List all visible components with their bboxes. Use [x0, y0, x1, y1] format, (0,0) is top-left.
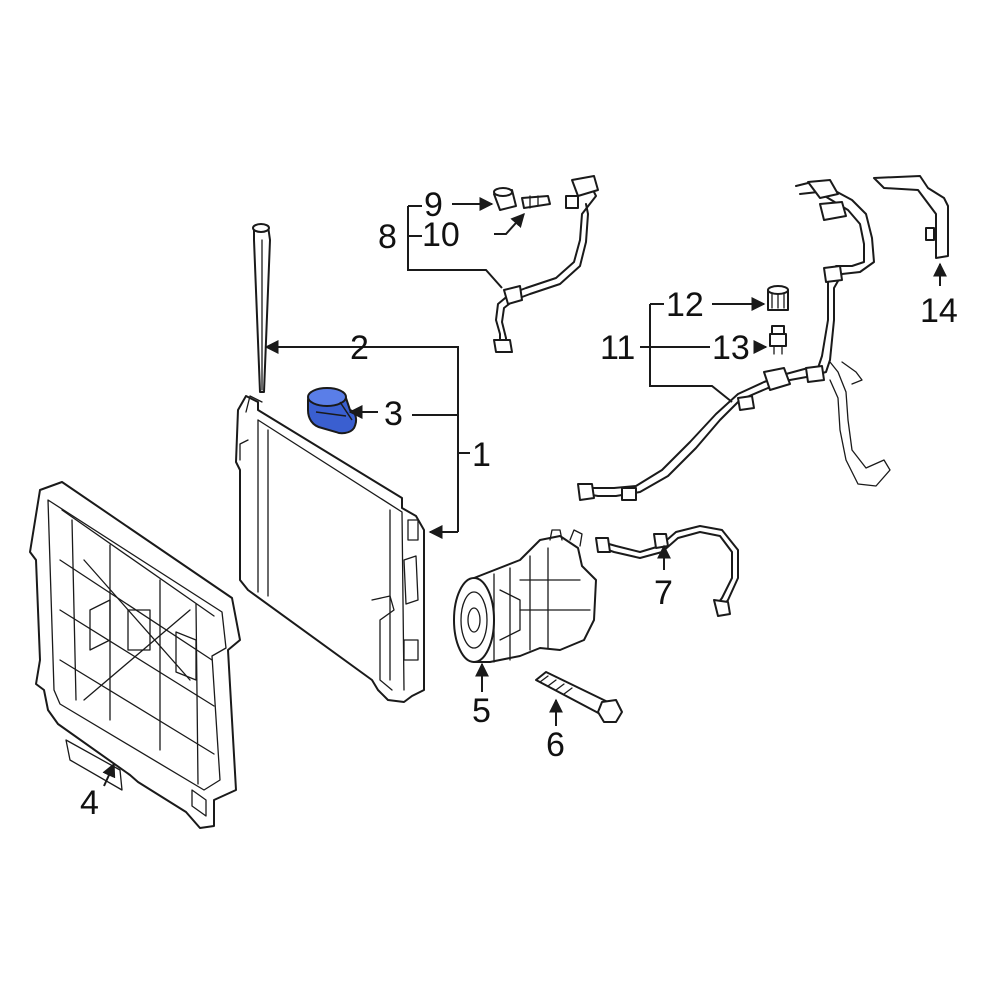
callout-8: 8 [378, 218, 397, 256]
pressure-switch[interactable] [769, 325, 787, 355]
suction-line[interactable] [493, 175, 599, 353]
callout-5: 5 [472, 692, 491, 730]
callout-6: 6 [546, 726, 565, 764]
service-cap[interactable] [493, 187, 517, 211]
callout-4: 4 [80, 784, 99, 822]
callout-1: 1 [472, 436, 491, 474]
callout-14: 14 [920, 292, 958, 330]
callout-2: 2 [350, 329, 369, 367]
service-valve[interactable] [521, 195, 551, 209]
callout-3: 3 [384, 395, 403, 433]
dryer-cartridge[interactable] [252, 223, 271, 393]
fan-shroud[interactable] [29, 481, 241, 829]
callout-10: 10 [422, 216, 460, 254]
callout-13: 13 [712, 329, 750, 367]
callout-11: 11 [600, 329, 635, 367]
mounting-bolt[interactable] [535, 671, 623, 723]
highlighted-plug[interactable] [307, 387, 358, 435]
callout-9: 9 [424, 186, 443, 224]
ac-compressor[interactable] [453, 529, 597, 663]
leader-lines [102, 197, 947, 787]
condenser[interactable] [235, 395, 425, 703]
callout-12: 12 [666, 286, 704, 324]
pressure-cap[interactable] [767, 285, 789, 311]
liquid-line[interactable] [577, 179, 891, 501]
callout-7: 7 [654, 574, 673, 612]
line-bracket[interactable] [873, 175, 949, 259]
